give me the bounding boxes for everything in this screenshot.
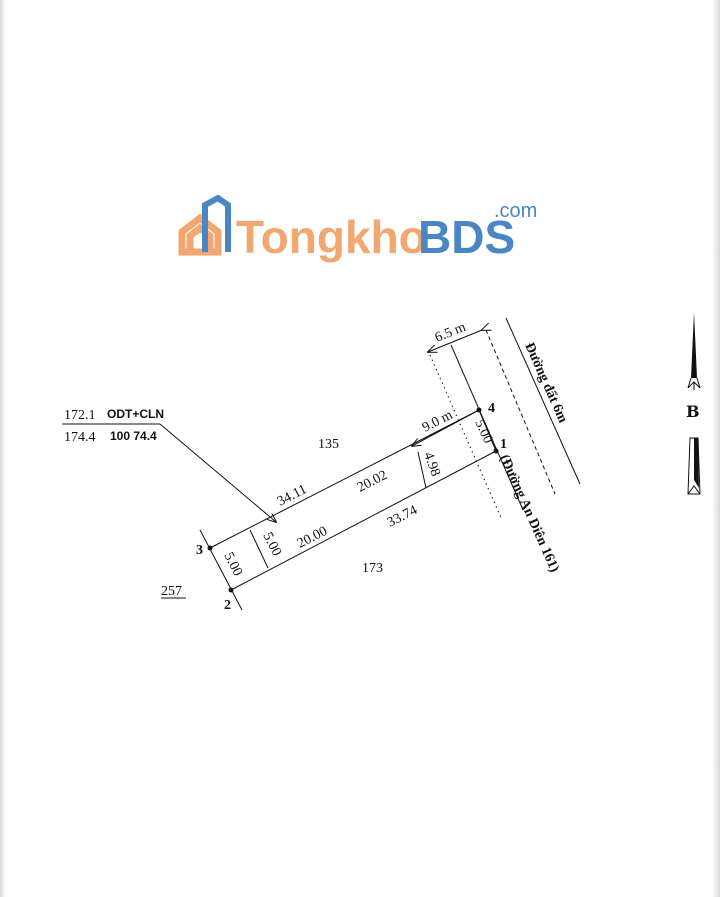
watermark-text-1: Tongkho <box>236 211 427 263</box>
leader-line <box>159 423 276 522</box>
neighbor-west: 257 <box>161 584 182 599</box>
parcel-top: 172.1 <box>64 408 96 423</box>
road-dashed-line <box>485 329 556 495</box>
point-2-label: 2 <box>224 598 231 613</box>
road-edge-line <box>450 344 524 511</box>
point-4-marker <box>476 407 482 413</box>
point-1-label: 1 <box>500 437 507 452</box>
point-3-label: 3 <box>196 543 203 558</box>
setback-arrow <box>412 409 480 446</box>
left-page-edge <box>0 0 6 897</box>
left-edge-length: 5.00 <box>220 550 244 579</box>
watermark-logo-icon <box>178 213 222 256</box>
top-inner-length: 20.02 <box>355 468 390 496</box>
named-road-label: (Đường An Diên 161) <box>496 453 561 575</box>
north-label: B <box>686 402 700 421</box>
point-4-label: 4 <box>488 401 495 416</box>
mid-width-line <box>417 451 427 489</box>
plot-bottom-edge <box>230 450 497 591</box>
point-3-marker <box>207 545 213 551</box>
watermark: Tongkho BDS .com <box>178 194 537 263</box>
watermark-text-2: BDS <box>418 211 515 263</box>
inner-width-line <box>249 529 269 569</box>
mid-width-length: 4.98 <box>420 450 442 478</box>
point-2-marker <box>228 587 234 593</box>
parcel-bottom: 174.4 <box>64 430 96 445</box>
dirt-road-line <box>505 317 581 485</box>
watermark-suffix: .com <box>494 200 537 222</box>
road-width-length: 6.5 m <box>433 320 468 346</box>
right-page-edge <box>712 0 720 897</box>
area-values: 100 74.4 <box>110 429 157 443</box>
road-width-arrow <box>428 330 482 352</box>
plot-top-edge <box>209 409 480 549</box>
north-arrow-icon <box>687 312 701 495</box>
neighbor-south: 173 <box>362 561 383 576</box>
point-1-marker <box>493 448 499 454</box>
inner-width-length: 5.00 <box>259 530 283 559</box>
bottom-outer-length: 33.74 <box>385 503 420 531</box>
dirt-road-label: Đường đất 6m <box>521 341 570 426</box>
neighbor-north: 135 <box>318 437 339 452</box>
land-type: ODT+CLN <box>107 407 164 421</box>
plot-left-edge <box>199 529 243 611</box>
road-dotted-line <box>429 354 503 521</box>
